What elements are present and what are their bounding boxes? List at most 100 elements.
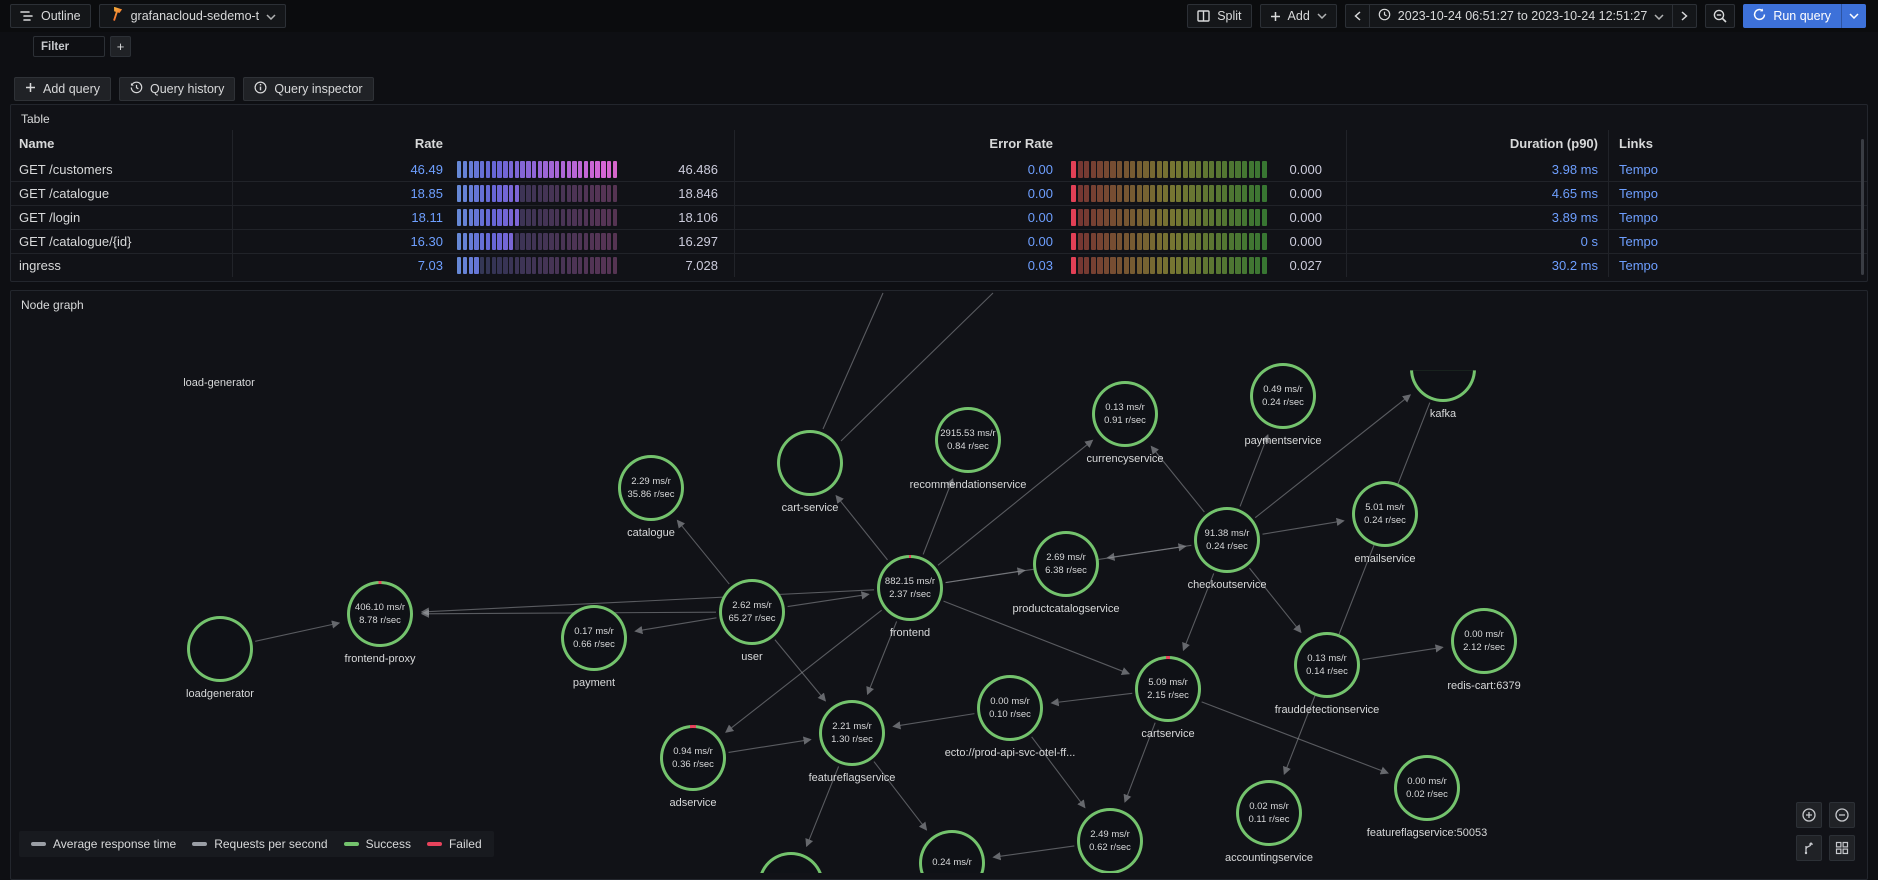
rate-gauge-value: 16.297 <box>678 234 718 249</box>
time-range-picker[interactable]: 2023-10-24 06:51:27 to 2023-10-24 12:51:… <box>1368 5 1673 27</box>
graph-grid-view-button[interactable] <box>1829 835 1855 861</box>
legend-item: Average response time <box>31 837 176 851</box>
graph-layout-button[interactable] <box>1796 835 1822 861</box>
node-label: payment <box>572 677 616 689</box>
split-button[interactable]: Split <box>1187 4 1252 28</box>
tempo-link[interactable]: Tempo <box>1619 161 1659 177</box>
outline-button[interactable]: Outline <box>10 4 91 28</box>
column-header-duration[interactable]: Duration (p90) <box>1347 130 1609 157</box>
split-label: Split <box>1217 9 1242 23</box>
node-ring <box>1410 370 1476 402</box>
tempo-link[interactable]: Tempo <box>1619 258 1659 273</box>
error-rate-value: 0.03 <box>1027 258 1053 273</box>
run-query-button[interactable]: Run query <box>1743 4 1866 28</box>
row-name: GET /catalogue/{id} <box>11 230 233 253</box>
error-gauge-value: 0.000 <box>1289 210 1322 225</box>
add-button[interactable]: Add <box>1259 4 1337 28</box>
run-query-caret[interactable] <box>1841 4 1866 28</box>
tempo-link[interactable]: Tempo <box>1619 210 1659 225</box>
node-label: loadgenerator <box>186 688 254 700</box>
graph-zoom-out-button[interactable] <box>1829 802 1855 828</box>
graph-node-node024[interactable]: 0.24 ms/r <box>919 830 985 873</box>
row-name: GET /customers <box>11 157 233 181</box>
add-query-button[interactable]: Add query <box>14 77 111 101</box>
outline-icon <box>20 10 34 22</box>
query-inspector-button[interactable]: Query inspector <box>243 77 374 101</box>
run-query-label: Run query <box>1773 9 1831 23</box>
time-shift-back-button[interactable] <box>1346 5 1369 27</box>
column-header-rate[interactable]: Rate <box>414 136 443 151</box>
node-stats <box>190 619 250 679</box>
legend-dash <box>31 842 46 846</box>
column-header-name[interactable]: Name <box>11 130 233 157</box>
rate-gauge <box>457 233 618 250</box>
tempo-link[interactable]: Tempo <box>1619 186 1659 201</box>
graph-node-cart-service[interactable]: cart-service <box>777 430 843 514</box>
rate-gauge-value: 18.106 <box>678 210 718 225</box>
node-label: featureflagservice <box>808 772 896 784</box>
node-stats <box>761 855 821 873</box>
time-shift-forward-button[interactable] <box>1672 5 1696 27</box>
rate-gauge <box>457 160 618 178</box>
datasource-picker[interactable]: grafanacloud-sedemo-t <box>98 4 287 28</box>
rate-gauge-cell: 46.486 <box>451 157 735 181</box>
zoom-out-time-button[interactable] <box>1705 4 1736 28</box>
node-label: recommendationservice <box>909 479 1027 491</box>
graph-zoom-in-button[interactable] <box>1796 802 1822 828</box>
graph-node-kafka[interactable]: kafka <box>1410 336 1476 420</box>
error-rate-value: 0.00 <box>1027 234 1053 249</box>
node-label: featureflagservice:50053 <box>1366 827 1488 839</box>
error-rate-gauge <box>1071 185 1267 202</box>
query-history-button[interactable]: Query history <box>118 77 236 101</box>
column-header-links[interactable]: Links <box>1619 136 1653 151</box>
table-scrollbar[interactable] <box>1861 139 1864 275</box>
error-rate-gauge <box>1071 209 1267 226</box>
node-stats <box>780 433 840 493</box>
filter-input[interactable]: Filter <box>33 36 105 57</box>
tempo-link[interactable]: Tempo <box>1619 234 1659 249</box>
column-header-error[interactable]: Error Rate <box>989 136 1053 151</box>
rate-value: 46.49 <box>410 161 443 177</box>
table-panel: Table Name Rate Error Rate Duration (p90… <box>10 104 1868 282</box>
node-label: catalogue <box>627 527 675 539</box>
error-gauge-cell: 0.000 <box>1065 206 1347 229</box>
graph-node-arcnode[interactable] <box>758 852 824 873</box>
add-filter-button[interactable]: + <box>110 36 131 57</box>
error-gauge-cell: 0.000 <box>1065 230 1347 253</box>
graph-node-loadgenerator[interactable]: loadgenerator <box>186 616 254 700</box>
rate-gauge-value: 18.846 <box>678 186 718 201</box>
